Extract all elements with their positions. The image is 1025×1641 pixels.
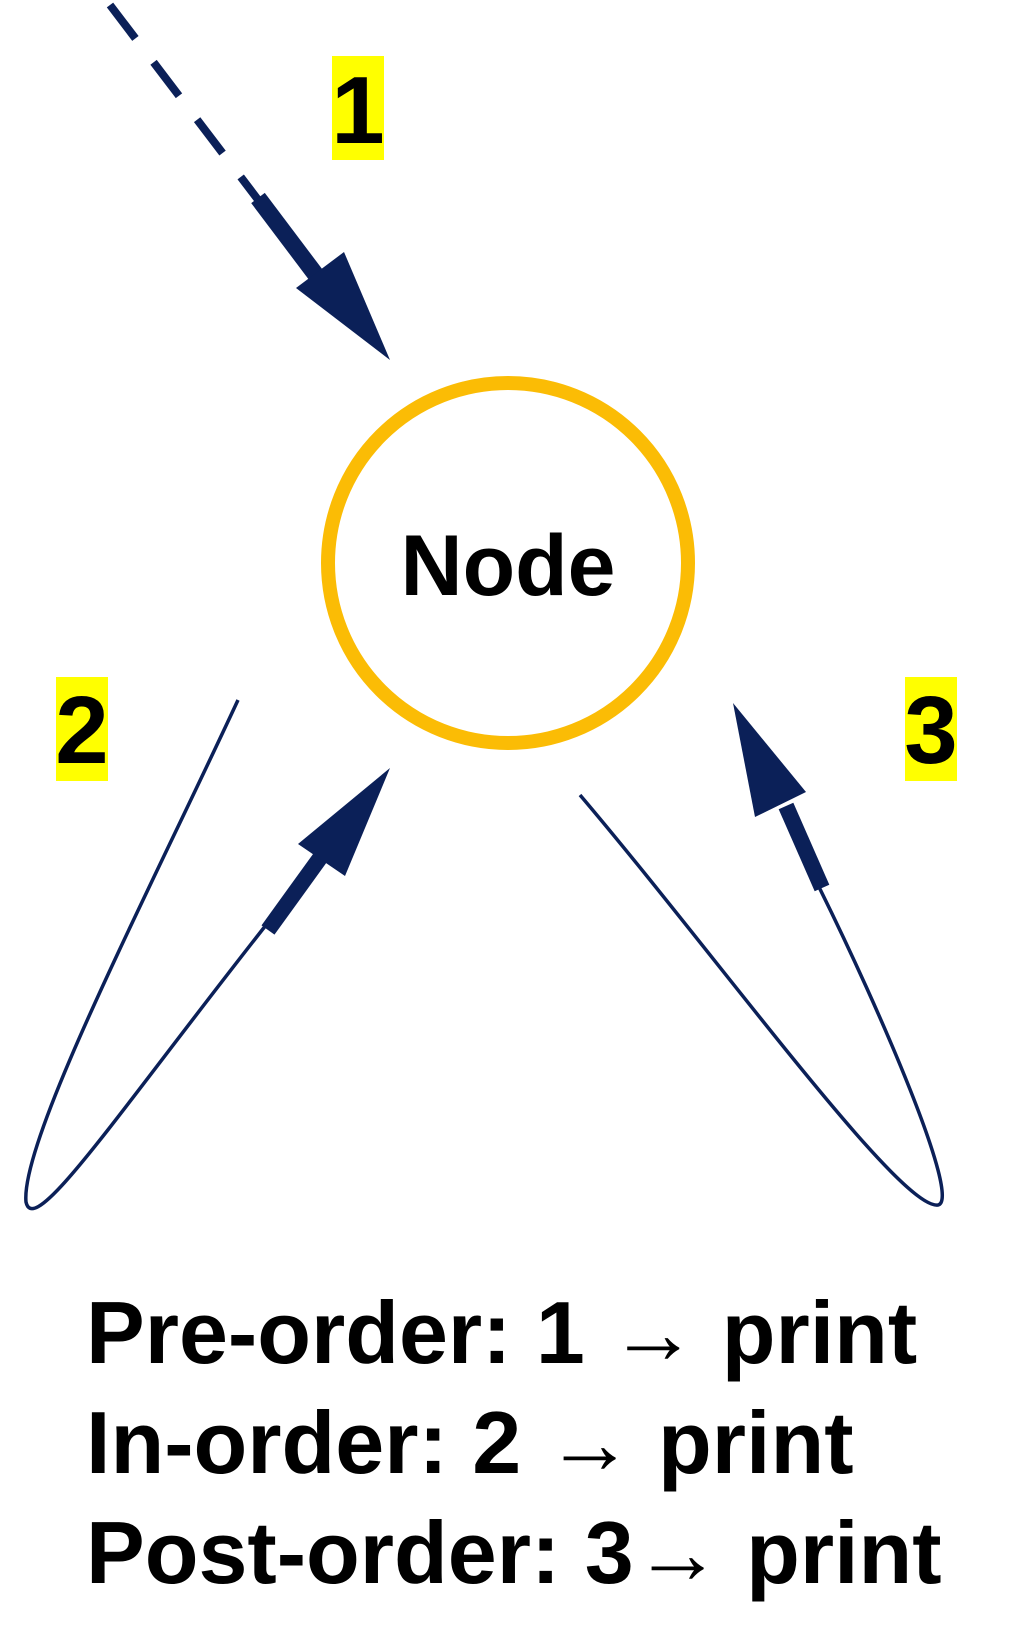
pre-order-caption: Pre-order: 1 → print — [86, 1283, 918, 1382]
right-loop-shaft — [778, 802, 830, 892]
step-1-label: 1 — [331, 56, 385, 164]
post-order-caption: Post-order: 3→ print — [86, 1503, 942, 1602]
right-loop-arrowhead — [733, 703, 806, 817]
node: Node — [321, 376, 695, 750]
step-3-label: 3 — [904, 677, 958, 784]
incoming-dashed-line — [106, 2, 266, 208]
traversal-captions: Pre-order: 1 → print In-order: 2 → print… — [86, 1278, 1006, 1608]
right-loop-curve — [578, 793, 944, 1207]
left-loop-arrow — [24, 699, 390, 1211]
step-2-highlight — [56, 677, 108, 781]
left-loop-arrowhead — [298, 768, 390, 876]
step-2-label: 2 — [55, 677, 109, 784]
step-3-highlight — [905, 677, 957, 781]
incoming-solid-shaft — [251, 192, 329, 289]
incoming-arrow — [106, 2, 390, 360]
left-loop-curve — [24, 699, 272, 1211]
in-order-caption: In-order: 2 → print — [86, 1393, 854, 1492]
step-2-number: 2 — [55, 677, 108, 784]
node-circle — [321, 376, 695, 750]
step-1-highlight — [332, 56, 384, 160]
incoming-arrowhead — [296, 252, 390, 360]
node-label: Node — [401, 518, 616, 614]
step-1-number: 1 — [331, 57, 384, 164]
right-loop-arrow — [578, 703, 944, 1207]
left-loop-shaft — [261, 853, 327, 935]
step-3-number: 3 — [904, 677, 957, 784]
